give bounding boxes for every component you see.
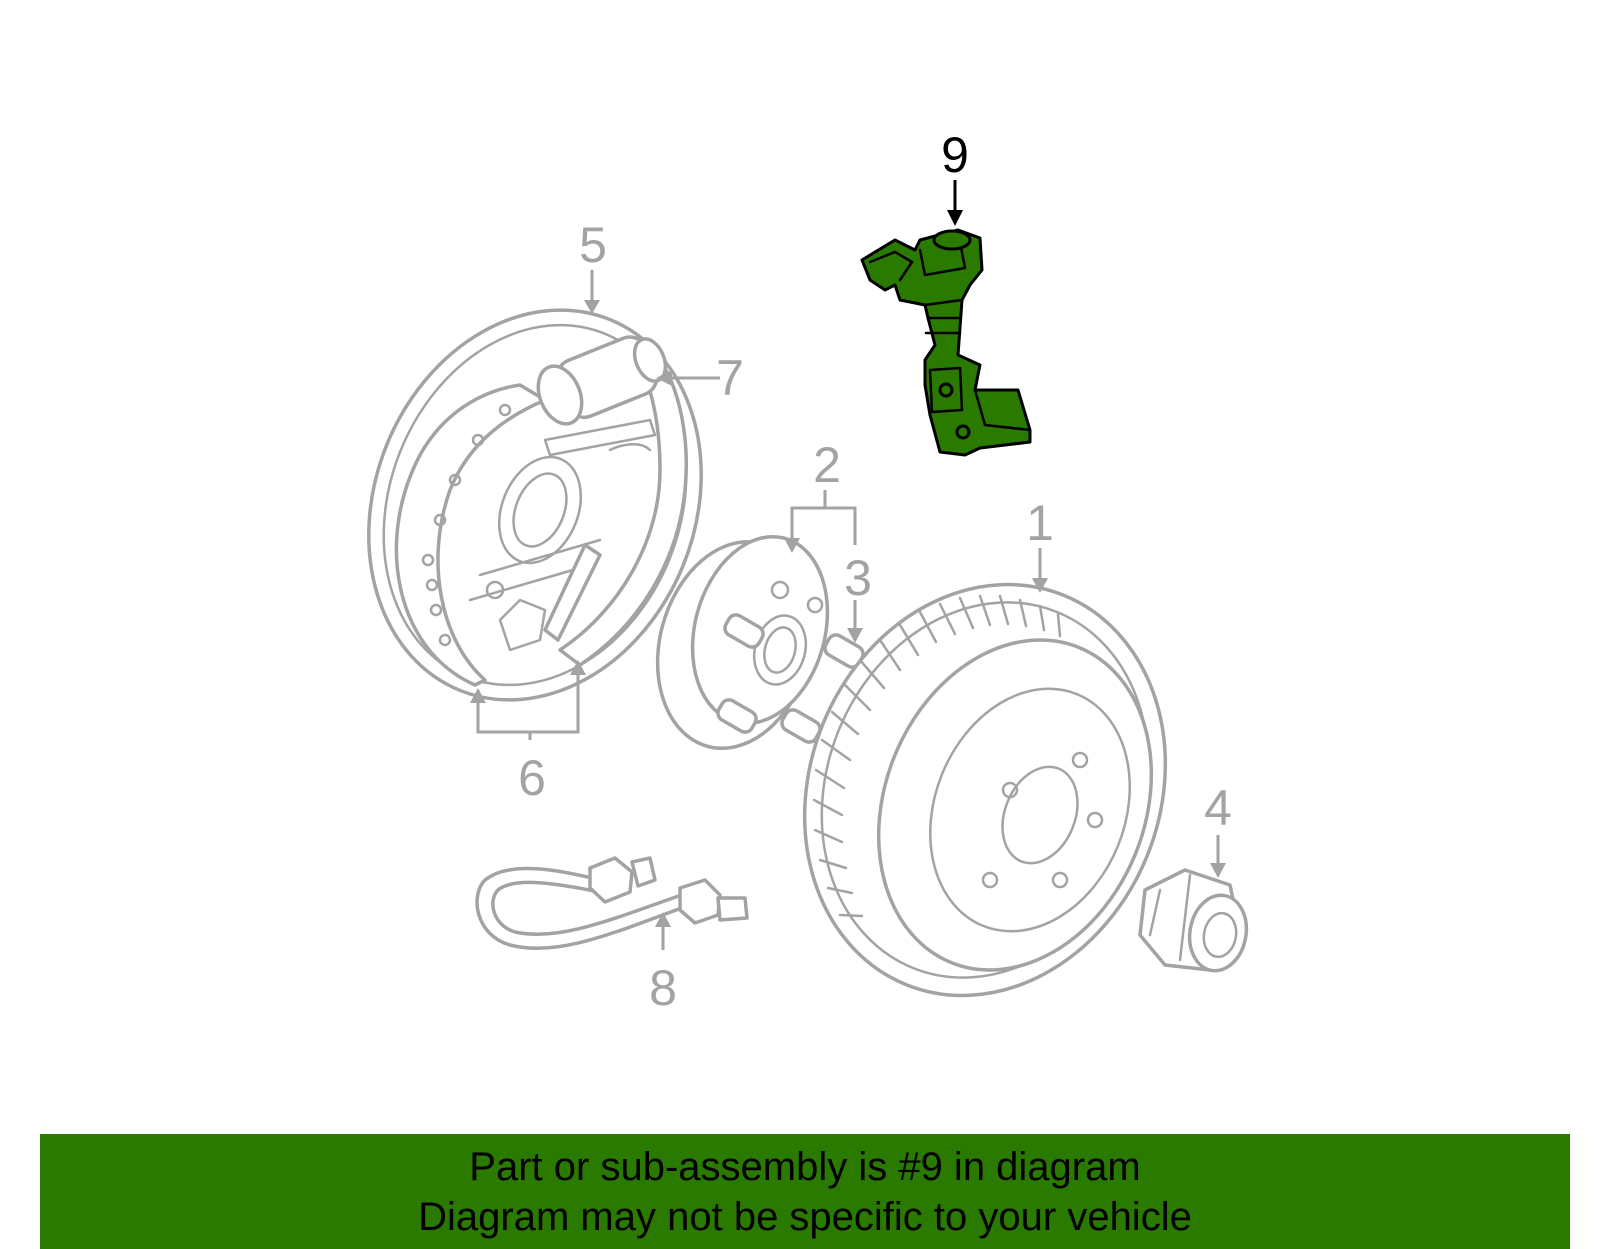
brake-hose-part-8[interactable] <box>475 856 749 950</box>
banner-line-1: Part or sub-assembly is #9 in diagram <box>469 1144 1141 1189</box>
callout-5[interactable]: 5 <box>579 217 607 273</box>
callout-6[interactable]: 6 <box>518 750 546 806</box>
callout-8[interactable]: 8 <box>649 960 677 1016</box>
brake-drum-part-1[interactable] <box>744 530 1226 1051</box>
banner-line-2: Diagram may not be specific to your vehi… <box>418 1194 1192 1239</box>
wheel-hub-part-2[interactable] <box>635 521 847 765</box>
wheel-stud-part-3[interactable] <box>715 612 866 745</box>
callout-2[interactable]: 2 <box>813 437 841 493</box>
brake-shoe-left-part-6[interactable] <box>394 383 547 687</box>
info-banner: Part or sub-assembly is #9 in diagram Di… <box>40 1134 1570 1249</box>
callout-9[interactable]: 9 <box>941 127 969 183</box>
callout-7[interactable]: 7 <box>716 350 744 406</box>
callout-3[interactable]: 3 <box>844 550 872 606</box>
adapter-bracket-part-9[interactable] <box>860 228 1032 457</box>
callout-4[interactable]: 4 <box>1204 780 1232 836</box>
wheel-cylinder-part-7[interactable] <box>530 332 671 457</box>
callout-1[interactable]: 1 <box>1026 495 1054 551</box>
leader-lines <box>470 180 1226 950</box>
hub-nut-part-4[interactable] <box>1138 868 1252 975</box>
